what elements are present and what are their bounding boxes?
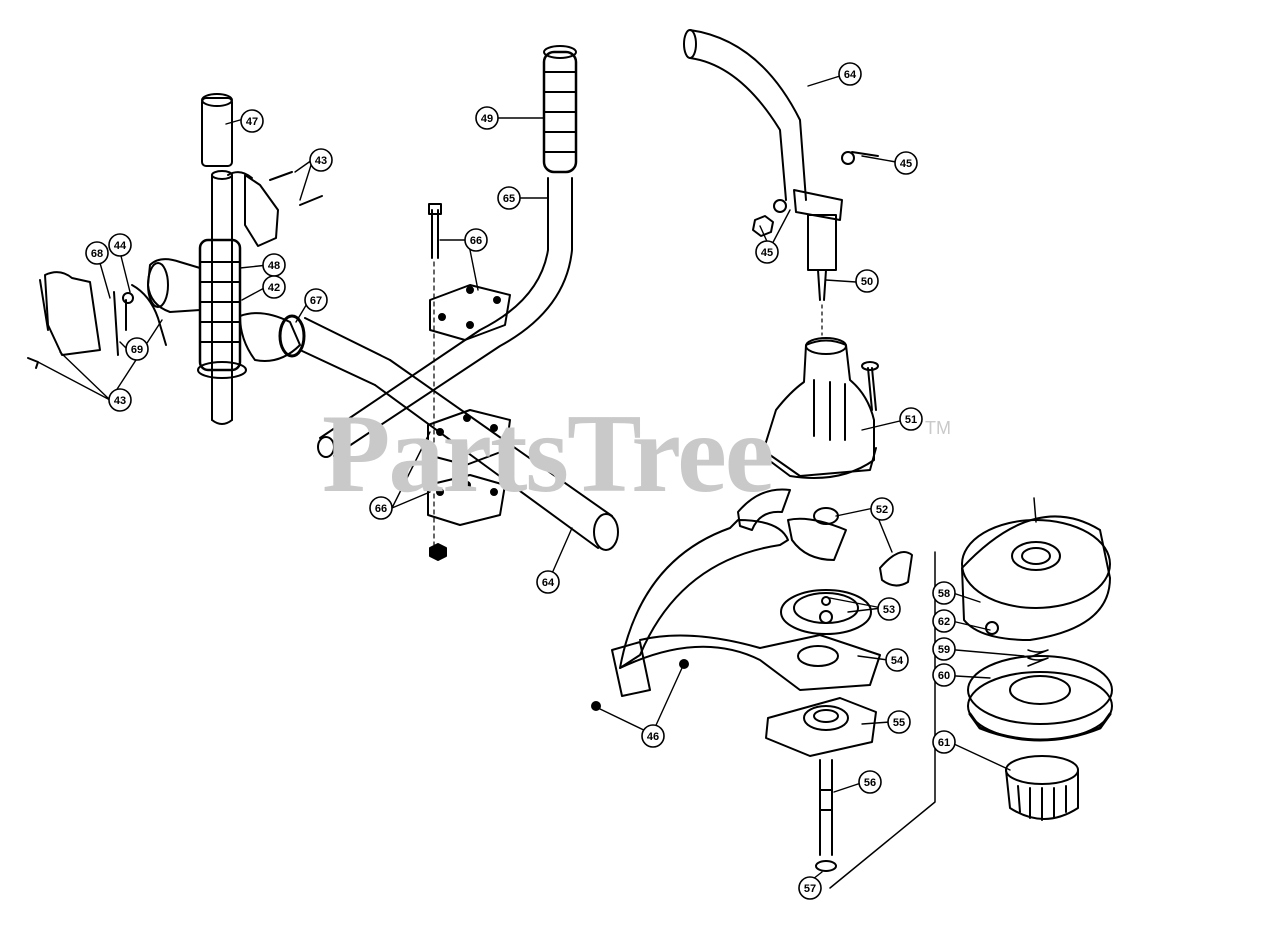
callout-47: 47 (240, 109, 264, 133)
svg-text:57: 57 (804, 883, 816, 895)
boom-assembly (317, 45, 619, 561)
handle-assembly-left (27, 93, 391, 425)
svg-text:68: 68 (91, 248, 103, 260)
callout-50: 50 (855, 269, 879, 293)
trimmer-head (829, 497, 1113, 889)
callout-52: 52 (870, 497, 894, 521)
svg-text:66: 66 (470, 235, 482, 247)
callout-51: 51 (899, 407, 923, 431)
callout-68: 68 (85, 241, 109, 265)
callout-55: 55 (887, 710, 911, 734)
svg-text:64: 64 (844, 69, 857, 81)
leader-lines (37, 75, 1025, 887)
svg-text:51: 51 (905, 414, 917, 426)
svg-text:46: 46 (647, 731, 659, 743)
svg-text:44: 44 (114, 240, 127, 252)
callout-57: 57 (798, 876, 822, 900)
trademark-symbol: TM (925, 418, 951, 438)
callout-56: 56 (858, 770, 882, 794)
svg-text:48: 48 (268, 260, 280, 272)
callout-60: 60 (932, 663, 956, 687)
callout-54: 54 (885, 648, 909, 672)
callout-64-upper: 64 (838, 62, 862, 86)
svg-text:45: 45 (761, 247, 773, 259)
svg-text:50: 50 (861, 276, 873, 288)
parts-tree-watermark: PartsTree (322, 392, 775, 516)
callout-62: 62 (932, 609, 956, 633)
callout-53: 53 (877, 597, 901, 621)
callout-65: 65 (497, 186, 521, 210)
svg-text:66: 66 (375, 503, 387, 515)
svg-text:65: 65 (503, 193, 515, 205)
callout-67: 67 (304, 288, 328, 312)
svg-text:53: 53 (883, 604, 895, 616)
svg-text:54: 54 (891, 655, 904, 667)
callout-44: 44 (108, 233, 132, 257)
svg-text:64: 64 (542, 577, 555, 589)
svg-text:69: 69 (131, 344, 143, 356)
callout-43-lower: 43 (108, 388, 132, 412)
svg-text:52: 52 (876, 504, 888, 516)
callout-48: 48 (262, 253, 286, 277)
callout-45-lower: 45 (755, 240, 779, 264)
svg-text:59: 59 (938, 644, 950, 656)
svg-text:60: 60 (938, 670, 950, 682)
callout-42: 42 (262, 275, 286, 299)
svg-text:43: 43 (114, 395, 126, 407)
gearhead-assembly (591, 29, 913, 872)
svg-text:49: 49 (481, 113, 493, 125)
svg-text:56: 56 (864, 777, 876, 789)
svg-text:47: 47 (246, 116, 258, 128)
callout-66-upper: 66 (464, 228, 488, 252)
callout-43-upper: 43 (309, 148, 333, 172)
callout-64-lower: 64 (536, 570, 560, 594)
svg-text:43: 43 (315, 155, 327, 167)
callout-58: 58 (932, 581, 956, 605)
svg-text:55: 55 (893, 717, 905, 729)
svg-text:45: 45 (900, 158, 912, 170)
callout-46: 46 (641, 724, 665, 748)
svg-text:61: 61 (938, 737, 950, 749)
svg-text:62: 62 (938, 616, 950, 628)
svg-text:58: 58 (938, 588, 950, 600)
callout-45-upper: 45 (894, 151, 918, 175)
callout-49: 49 (475, 106, 499, 130)
callout-59: 59 (932, 637, 956, 661)
callout-61: 61 (932, 730, 956, 754)
callout-69: 69 (125, 337, 149, 361)
callout-66-lower: 66 (369, 496, 393, 520)
svg-text:67: 67 (310, 295, 322, 307)
svg-text:42: 42 (268, 282, 280, 294)
